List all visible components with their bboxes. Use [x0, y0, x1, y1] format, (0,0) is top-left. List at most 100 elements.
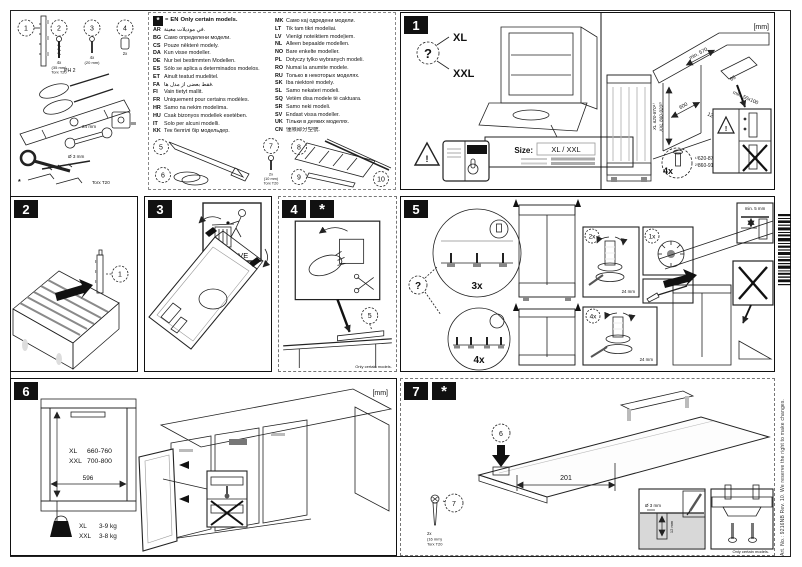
drill-detail: 12 mm Ø 3 mm [638, 488, 706, 550]
lang-code: CS [153, 42, 161, 49]
qty-4x: 4x [590, 314, 598, 321]
step-2-panel: 2 1 [10, 196, 138, 372]
step-5-badge: 5 [404, 200, 428, 218]
rotate-arrow-icon [614, 236, 628, 246]
lang-text: Endast vissa modeller. [286, 111, 340, 118]
push-in-scene [658, 220, 774, 366]
step-6-panel: 6 XL 660-760 XXL 700-800 596 [10, 378, 397, 556]
lang-text: Тек белгілі бір модельдер. [164, 128, 230, 135]
lang-code: LT [275, 25, 282, 32]
tilted-dishwasher [148, 215, 271, 350]
safety-text: SAFETY [469, 148, 485, 153]
drill-diameter-label: Ø 3 mm [68, 154, 85, 159]
question-mark: ? [415, 281, 421, 292]
utility-duct [720, 56, 758, 80]
screw-drive: Torx T20 [427, 542, 443, 547]
step-3-drawing: REMOVE [148, 202, 271, 350]
step-6-drawing: XL 660-760 XXL 700-800 596 kg XL 3-9 kg … [40, 388, 393, 552]
dishwasher-rear-top [513, 199, 581, 301]
part-3-callout: 3 4x (20 mm) [83, 19, 101, 65]
lang-code: MK [275, 18, 284, 24]
door-xl-code: XL [69, 448, 78, 455]
lang-text: Pouze některé modely. [164, 42, 219, 49]
lang-text: Nur bei bestimmten Modellen. [164, 58, 236, 65]
lang-text: في موديلات معينة. [164, 27, 206, 33]
lang-text: Vienīgi noteiktiem modeļiem. [286, 33, 355, 40]
part-7-callout: 7 2x (10 mm) Torx T20 [263, 138, 279, 186]
lang-code: SV [275, 111, 283, 118]
lang-text: Ainult teatud mudelitel. [164, 73, 219, 80]
lang-code: LV [275, 33, 282, 40]
part-6-ref: 6 [491, 423, 511, 476]
lang-row: LV Vienīgi noteiktiem modeļiem. [275, 34, 391, 42]
imprint-side-text: Art. No.: 9216NB Rev. 10. We reserve the… [780, 398, 786, 556]
rear-feet-2x-detail: 2x 24 mm [582, 226, 640, 298]
step-2-drawing: 1 [12, 249, 129, 370]
size-value: XL / XXL [551, 145, 580, 154]
screw-icon [731, 523, 734, 539]
lift-arrow-icon [513, 199, 519, 207]
lang-code: SK [275, 80, 283, 87]
lang-text: Kun visse modeller. [164, 50, 211, 57]
screwdriver-icon [646, 292, 660, 303]
pointer-line [336, 299, 351, 333]
lang-text: Iba niektoré modely. [286, 80, 335, 87]
step-2-badge: 2 [14, 200, 38, 218]
asterisk-icon: * [18, 179, 21, 186]
lang-text: Uniquement pour certains modèles. [164, 97, 250, 104]
lang-text: فقط بعضی از مدل ها. [164, 81, 214, 88]
lang-text: Тільки в деяких моделях. [286, 119, 350, 126]
legend-en-text: Only certain models. [180, 17, 238, 24]
part-5-number: 5 [159, 145, 163, 152]
mm-units-label: [mm] [753, 24, 769, 31]
legend-header: * = EN Only certain models. [149, 13, 395, 26]
lang-code: FA [153, 81, 160, 88]
screw-quantity: 4x [663, 166, 673, 176]
cover-strip [306, 172, 356, 188]
lang-text: 僅限部分型號. [286, 127, 320, 134]
base-plate [294, 142, 376, 178]
torx-label: Torx T20 [92, 180, 110, 185]
qty-2x: 2x [589, 234, 597, 241]
screwdriver-torx [43, 88, 114, 115]
mounting-rail [40, 15, 47, 67]
spirit-level [19, 99, 131, 146]
front-foot-1x-detail: 1x [642, 226, 694, 304]
lang-code: UK [275, 119, 283, 126]
part-10-callout: 10 [324, 138, 392, 187]
screw-20mm-length: (20 mm) [85, 60, 101, 65]
tools-drawing: 1 2 4x (35 mm) Torx T20 3 [17, 15, 136, 186]
rotate-arrow-icon [604, 311, 618, 320]
step-7-drawing: 6 201 7 2x (16 mm) Torx T20 [427, 390, 774, 554]
screwdriver-ph2: PH 2 [39, 68, 110, 99]
lang-text: Bare enkelte modeller. [286, 49, 340, 56]
lang-text: Csak bizonyos modellek esetében. [164, 112, 248, 119]
ph2-label: PH 2 [64, 68, 76, 74]
pull-arrow-left [198, 215, 222, 224]
screw-35mm-qty: 4x [57, 60, 62, 65]
hinge-detail [160, 302, 182, 324]
step-5-drawing: ? 3x [408, 199, 774, 371]
parts-5-10-strip: 5 6 7 2x (10 mm) Torx T20 [149, 137, 395, 189]
weight-icon [50, 521, 72, 537]
weight-xxl-code: XXL [79, 533, 92, 540]
lang-text: Dotyczy tylko wybranych modeli. [286, 56, 364, 63]
drill-diameter-label: Ø 3 mm [645, 503, 661, 508]
duct-dimension: min. 50x100 [732, 90, 760, 107]
lang-text: Tik tam tikri modeliai. [286, 25, 337, 32]
lang-text: Само кај одредени модели. [286, 18, 356, 24]
lang-code: FI [153, 89, 158, 96]
part-8-callout: 8 [291, 139, 376, 178]
lang-text: Samo neki modeli. [286, 103, 331, 110]
door-dimension-diagram: XL 660-760 XXL 700-800 596 [40, 398, 137, 521]
warning-triangle-icon [717, 115, 735, 134]
